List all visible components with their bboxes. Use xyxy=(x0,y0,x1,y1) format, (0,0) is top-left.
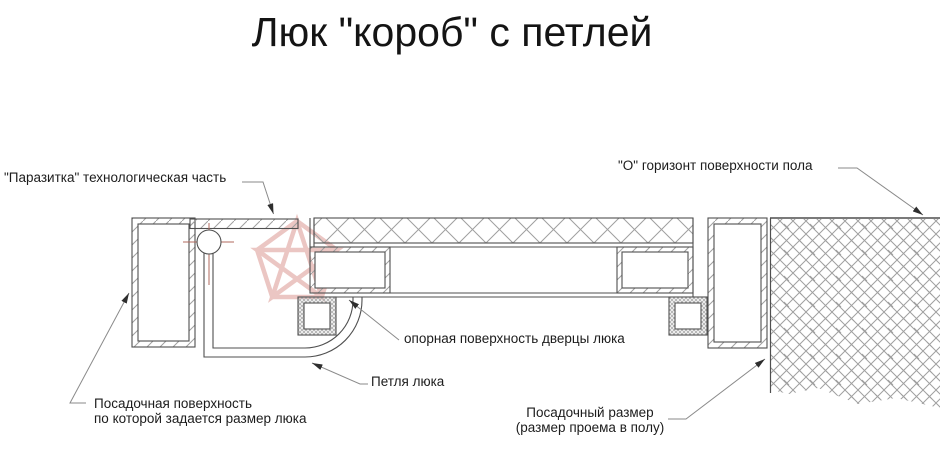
left-frame-profile xyxy=(131,217,196,348)
label-posadochny-razmer: Посадочный размер (размер проема в полу) xyxy=(495,405,685,435)
label-o-horizon: "О" горизонт поверхности пола xyxy=(618,158,813,173)
leader-parasitka xyxy=(242,181,274,215)
leader-posadochny-razmer xyxy=(668,358,766,420)
door-top-slab xyxy=(313,217,694,244)
drawing-title: Люк "короб" с петлей xyxy=(251,9,653,55)
door-bottom-surface xyxy=(310,292,693,298)
support-tube-left xyxy=(297,296,337,336)
leader-opornaya xyxy=(348,299,400,341)
support-tube-right xyxy=(668,296,708,336)
hinge-pin xyxy=(196,229,222,255)
parasite-bar xyxy=(189,218,299,230)
door-box-profile-left xyxy=(309,246,391,294)
label-opornaya-poverhnost: опорная поверхность дверцы люка xyxy=(404,331,625,346)
leader-lines xyxy=(69,167,924,420)
label-posadochny-line2: (размер проема в полу) xyxy=(515,419,665,435)
label-petlya-lyuka: Петля люка xyxy=(371,374,445,389)
hinge-strap-outer xyxy=(203,253,363,358)
floor-hatch xyxy=(771,219,940,408)
label-posadochnaya-line1: Посадочная поверхность xyxy=(94,396,252,411)
door-box-profile-right xyxy=(616,246,694,294)
right-frame-profile xyxy=(707,217,768,349)
label-parasitka: "Паразитка" технологическая часть xyxy=(4,170,227,185)
leader-petlya xyxy=(311,362,368,385)
label-posadochnaya-poverhnost: Посадочная поверхность по которой задает… xyxy=(94,396,344,426)
leader-posadochnaya xyxy=(69,292,130,404)
floor-section xyxy=(769,217,940,408)
label-posadochny-line1: Посадочный размер xyxy=(526,405,654,420)
leader-o-horizon xyxy=(838,167,924,216)
hatch-door xyxy=(309,217,694,298)
door-left-edge xyxy=(309,218,315,247)
label-posadochnaya-line2: по которой задается размер люка xyxy=(94,410,307,426)
